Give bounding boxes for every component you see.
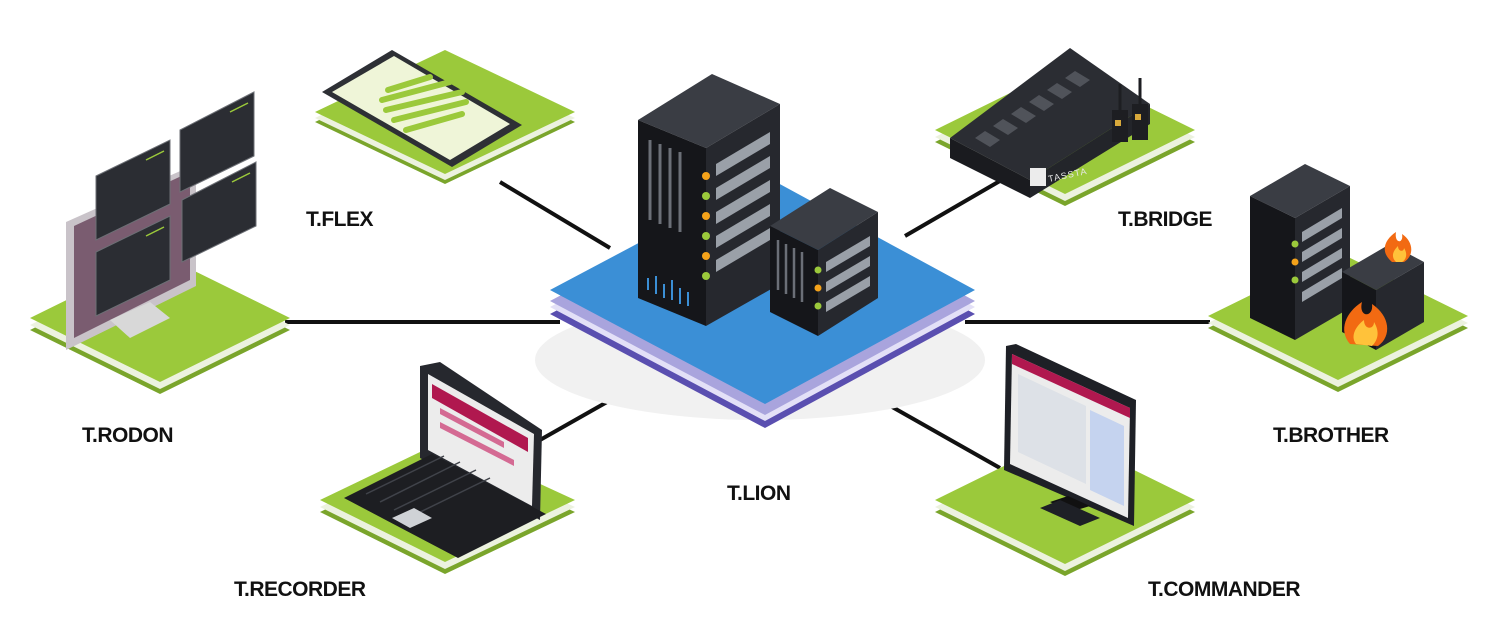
- node-rodon: T.RODON: [30, 91, 290, 447]
- bridge-device-icon: TASSTA: [950, 48, 1150, 198]
- label-rodon: T.RODON: [82, 424, 173, 447]
- node-recorder: T.RECORDER: [234, 362, 575, 601]
- node-lion: T.LION: [535, 74, 985, 505]
- node-flex: T.FLEX: [306, 50, 575, 231]
- laptop-icon: [344, 362, 546, 558]
- node-bridge: TASSTA T.BRIDGE: [935, 48, 1213, 231]
- label-recorder: T.RECORDER: [234, 578, 366, 601]
- label-brother: T.BROTHER: [1273, 424, 1389, 447]
- link-flex-lion: [498, 180, 612, 250]
- node-brother: T.BROTHER: [1208, 164, 1468, 447]
- flame-icon: [1344, 232, 1412, 346]
- monitor-icon: [1004, 344, 1136, 526]
- main-server-icon: [638, 74, 780, 326]
- label-commander: T.COMMANDER: [1148, 578, 1300, 601]
- backup-server-icon: [1250, 164, 1424, 350]
- secondary-server-icon: [770, 188, 878, 336]
- link-lion-bridge: [903, 176, 1007, 238]
- dashboard-windows-icon: [95, 91, 257, 317]
- label-lion: T.LION: [727, 482, 791, 505]
- node-commander: T.COMMANDER: [935, 344, 1301, 601]
- smartphone-icon: [322, 50, 522, 167]
- dashboard-lines: [145, 102, 251, 237]
- label-flex: T.FLEX: [306, 208, 373, 231]
- label-bridge: T.BRIDGE: [1118, 208, 1213, 231]
